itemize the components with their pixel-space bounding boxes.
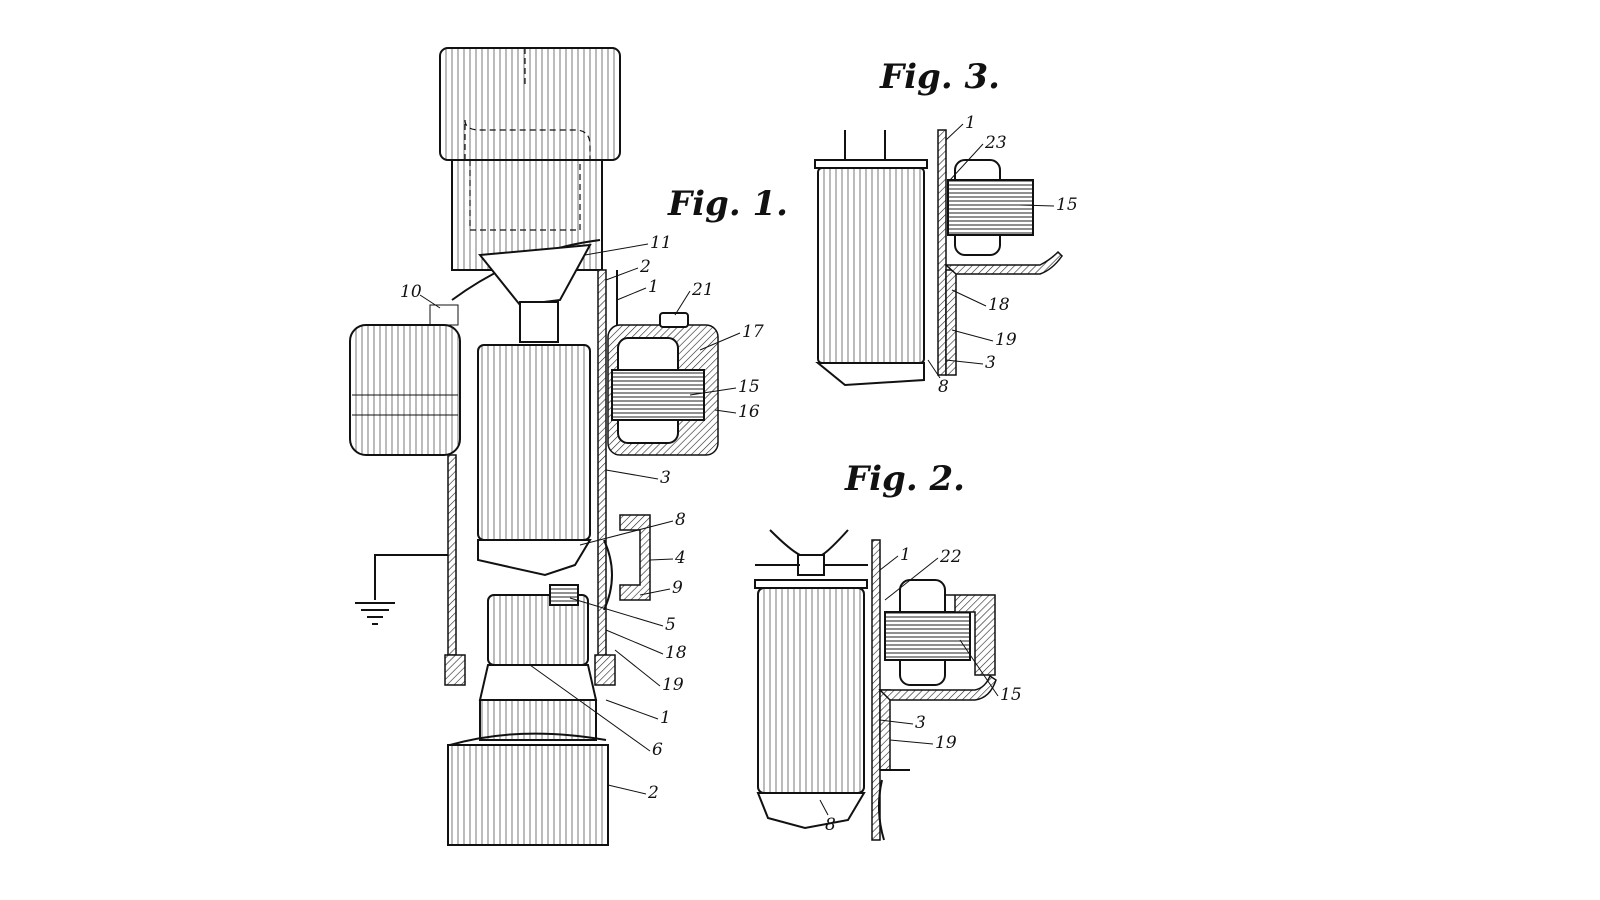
fig2-labels: 1 22 15 3 19 8: [819, 545, 1022, 835]
fig1-ref-1b: 1: [660, 708, 671, 728]
fig2-ref-1: 1: [900, 545, 911, 565]
fig3-ref-1: 1: [965, 113, 976, 133]
fig3-labels: 1 23 15 18 19 3 8: [927, 113, 1078, 397]
fig1-top-cap: [439, 47, 621, 161]
fig1-ref-19: 19: [662, 675, 684, 695]
fig3-ref-15: 15: [1056, 195, 1078, 215]
fig2-ref-22: 22: [939, 547, 962, 567]
fig1-ref-15: 15: [738, 377, 760, 397]
fig2-ref-15: 15: [1000, 685, 1022, 705]
fig2-coil: [884, 611, 971, 661]
fig2-cylinder: [757, 587, 865, 794]
fig1-ref-11: 11: [650, 233, 672, 253]
fig3-ref-19: 19: [995, 330, 1017, 350]
fig3-coil: [947, 179, 1034, 236]
fig3-ref-23: 23: [984, 133, 1007, 153]
fig1-lower-tube: [447, 744, 609, 846]
fig3-drawing: [814, 129, 1063, 387]
fig1-ref-17: 17: [742, 322, 764, 342]
fig1-ref-2b: 2: [647, 783, 659, 803]
fig1-ref-5: 5: [665, 615, 676, 635]
fig2-ref-8: 8: [825, 815, 836, 835]
fig1-ref-6: 6: [652, 740, 663, 760]
fig1-ref-10: 10: [400, 282, 422, 302]
fig1-cylinder: [477, 344, 591, 541]
fig1-ref-21: 21: [691, 280, 714, 300]
fig3-ref-8: 8: [938, 377, 949, 397]
fig1-ref-2: 2: [639, 257, 651, 277]
fig1-ref-3: 3: [660, 468, 671, 488]
fig1-drawing: [349, 47, 719, 846]
fig1-ref-1: 1: [648, 277, 659, 297]
fig2-ref-3: 3: [915, 713, 926, 733]
fig3-ref-18: 18: [988, 295, 1010, 315]
fig1-side-housing: [349, 324, 461, 456]
fig3-cylinder: [817, 167, 925, 364]
fig2-title: Fig. 2.: [844, 459, 965, 499]
fig3-title: Fig. 3.: [879, 57, 1000, 97]
fig1-ref-16: 16: [738, 402, 760, 422]
fig1-side-port: [619, 514, 651, 601]
fig1-ref-18: 18: [665, 643, 687, 663]
fig1-ref-4: 4: [674, 548, 686, 568]
fig1-coil: [611, 369, 705, 421]
fig1-ref-9: 9: [672, 578, 683, 598]
fig2-ref-19: 19: [935, 733, 957, 753]
fig3-ref-3: 3: [985, 353, 996, 373]
fig1-title: Fig. 1.: [667, 184, 788, 224]
fig1-ref-8: 8: [675, 510, 686, 530]
fig2-drawing: [754, 529, 997, 841]
fig1-labels: 11 2 1 21 10 17 15 16 3 8 4 9 5 18 19 1 …: [400, 233, 764, 803]
fig1-funnel: [478, 243, 592, 307]
